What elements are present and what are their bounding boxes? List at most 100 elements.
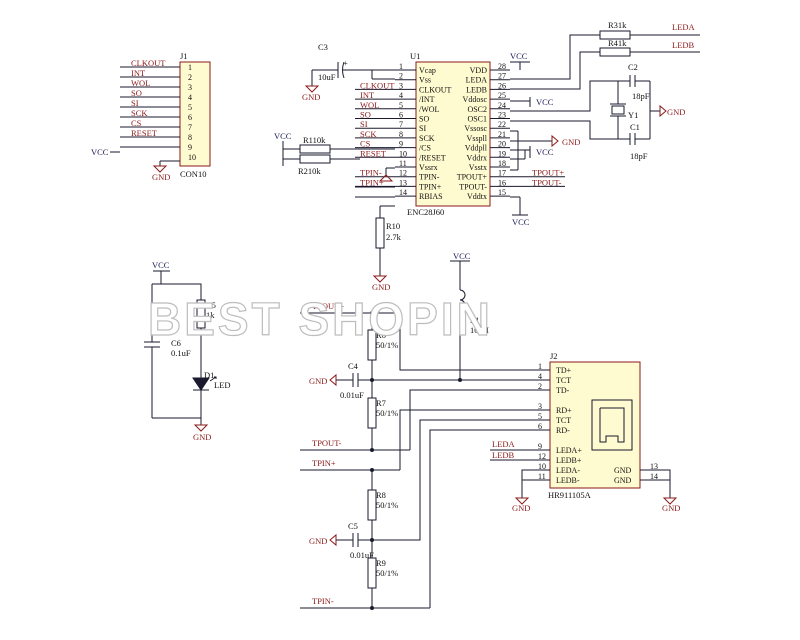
j2-gnd-pin-name: GND [614, 466, 632, 475]
j2-pin-number: 1 [538, 362, 542, 371]
ledb-trace [510, 51, 600, 90]
u1-pin-number: 16 [498, 178, 506, 187]
j1-net-label: CS [131, 118, 142, 128]
u1-pin-number: 20 [498, 140, 506, 149]
tpout-m-label: TPOUT- [312, 438, 342, 448]
j2-body [549, 361, 641, 489]
u1-pin-number: 17 [498, 169, 506, 178]
j2-pin-number: 10 [538, 462, 546, 471]
vss-gnd-label: GND [562, 137, 580, 147]
u1-pin-number: 5 [399, 101, 403, 110]
j2-pin-name: RD+ [556, 406, 572, 415]
j1-pin-number: 7 [188, 123, 192, 132]
j2-pin-name: TD- [556, 386, 570, 395]
rd-minus-trace [429, 429, 540, 608]
j1-pin-number: 6 [188, 113, 192, 122]
j2-pin-number: 3 [538, 402, 542, 411]
y1-body [611, 105, 625, 115]
u1-pin-name: TPIN- [419, 173, 440, 182]
u1-pin-number: 11 [399, 159, 407, 168]
r5-value: 1k [206, 310, 215, 320]
u1-net-label: WOL [360, 100, 379, 110]
c3-ref: C3 [318, 42, 328, 52]
j2-gnd-label-right: GND [662, 503, 680, 513]
j2-pin-name: TCT [556, 376, 571, 385]
j1-net-label: SI [131, 98, 139, 108]
r10-body [375, 217, 385, 249]
u1-pin-name: OSC2 [467, 105, 487, 114]
d1-value: LED [214, 380, 231, 390]
inductor-l1: VCC L1 10uH [450, 251, 489, 382]
gnd13-wire [640, 469, 671, 498]
ground-symbol [378, 174, 394, 182]
c4-ref: C4 [348, 361, 359, 371]
u1-pin-number: 21 [498, 130, 506, 139]
u1-pin-number: 12 [399, 169, 407, 178]
td-minus-trace [409, 389, 540, 450]
r3-label: R31k [608, 20, 627, 30]
j1-part: CON10 [180, 169, 206, 179]
u1-pin-number: 14 [399, 188, 407, 197]
u1-pin-number: 13 [399, 178, 407, 187]
u1-tpin-nets [355, 186, 395, 198]
vssrx-ground [378, 167, 395, 182]
led-circuit: VCC R5 1k D1 LED C6 0.1uF GND [144, 260, 231, 442]
c3-plate-b [342, 61, 345, 79]
u1-pin-number: 1 [399, 62, 403, 71]
l1-coil [459, 289, 466, 331]
c3-gnd-label: GND [302, 92, 320, 102]
u1-pin-number: 7 [399, 120, 403, 129]
osc1-trace [510, 120, 630, 140]
u1-pin-name: Vddtx [467, 192, 487, 201]
r5-ref: R5 [206, 300, 216, 310]
rd-plus-trace [399, 409, 540, 470]
l1-value: 10uH [470, 325, 489, 335]
u1-pin-name: /INT [419, 95, 435, 104]
connector-j1: J1 CON10 1CLKOUT2INT3WOL4SO5SI6SCK7CS8RE… [91, 51, 211, 182]
u1-pin-name: TPIN+ [419, 182, 442, 191]
leda-minus-gnd [521, 469, 540, 498]
j2-gnd-pin-number: 13 [650, 462, 658, 471]
j2-pin-number: 11 [538, 472, 546, 481]
resistor-r10: R10 2.7k GND [372, 205, 402, 292]
j1-net-label: SCK [131, 108, 148, 118]
u1-pin-name: /WOL [419, 105, 440, 114]
j2-pin-number: 12 [538, 452, 546, 461]
leda-label: LEDA [672, 22, 696, 32]
u1-pin-number: 3 [399, 81, 403, 90]
j2-gnd-pin-number: 14 [650, 472, 658, 481]
u1-net-label: TPIN+ [360, 177, 384, 187]
u1-pin-number: 24 [498, 101, 506, 110]
c1-ref: C1 [630, 122, 640, 132]
ground-symbol [551, 134, 559, 148]
c5-ref: C5 [348, 521, 358, 531]
u1-pin-name: TPOUT- [459, 182, 487, 191]
u1-pin-number: 15 [498, 188, 506, 197]
j2-pin-number: 9 [538, 442, 542, 451]
c4-value: 0.01uF [340, 390, 364, 400]
u1-pin-name: LEDA [466, 76, 488, 85]
u1-pin-number: 25 [498, 91, 506, 100]
u1-pin-number: 23 [498, 111, 506, 120]
resistors-r1-r2: VCC R110k R210k [274, 131, 395, 176]
j2-pin-name: RD- [556, 426, 570, 435]
u1-pin-name: Vddosc [463, 95, 488, 104]
rx-termination: TPIN+ R8 50/1% C5 0.01uF GND R9 50/1% TP… [300, 409, 540, 610]
u1-pin-name: Vddpll [465, 144, 488, 153]
tx-termination: TPOUT+ R6 50/1% C4 0.01uF GND R7 50/1% T… [300, 301, 540, 452]
c2-ref: C2 [628, 62, 638, 72]
u1-pin-number: 19 [498, 149, 506, 158]
r8-value: 50/1% [376, 500, 398, 510]
j1-pin-number: 1 [188, 63, 192, 72]
j2-leda-label: LEDA [492, 439, 516, 449]
j2-pin-name: TD+ [556, 366, 572, 375]
j2-pin-name: LEDA+ [556, 446, 582, 455]
u1-net-label: RESET [360, 148, 387, 158]
ground-symbol [329, 533, 337, 547]
u1-part: ENC28J60 [407, 207, 444, 217]
rj45-outline [591, 399, 633, 451]
u1-net-label: SCK [360, 129, 377, 139]
r1-label: R110k [303, 135, 326, 145]
